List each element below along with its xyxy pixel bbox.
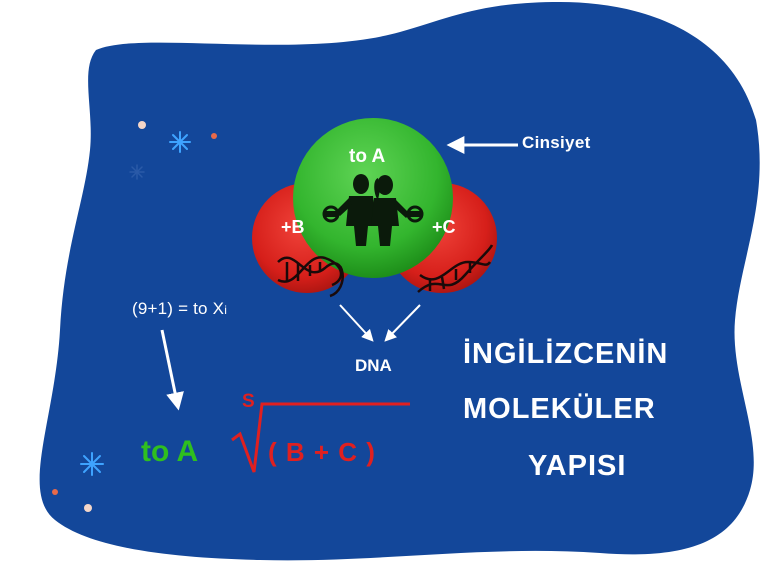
title-line-3: YAPISI [528,450,627,482]
sparkle-dot [84,504,92,512]
formula-root-index: S [242,391,255,412]
formula-radicand: ( B + C ) [268,437,376,467]
equation-main: (9+1) = to X [132,299,225,318]
label-cinsiyet: Cinsiyet [522,133,591,152]
label-plus-c: +C [432,217,456,237]
sparkle-icon [169,131,191,153]
dumbbell-icon [322,205,340,223]
sparkle-icon [80,452,104,476]
arrow-dna-right [384,304,421,342]
arrow-equation [160,329,184,411]
sparkle-icon [129,164,145,180]
dumbbell-icon [406,205,424,223]
background-blob [39,2,760,561]
sparkle-dot [211,133,217,139]
arrow-dna-left [339,304,374,342]
label-plus-b: +B [281,217,305,237]
equation-subscript: i [224,303,228,317]
dna-helix-icon [417,244,494,293]
dna-helix-icon [277,256,344,298]
sparkle-dot [138,121,146,129]
label-dna: DNA [355,356,392,375]
equation-label: (9+1) = to Xi [132,299,227,319]
label-to-a-atom: to A [349,146,386,167]
sparkle-dot [52,489,58,495]
formula-to-a: to A [141,435,199,468]
radical-symbol [231,402,410,473]
athletes-couple-icon [335,174,410,246]
title-line-2: MOLEKÜLER [463,393,656,425]
title-line-1: İNGİLİZCENİN [463,338,669,370]
